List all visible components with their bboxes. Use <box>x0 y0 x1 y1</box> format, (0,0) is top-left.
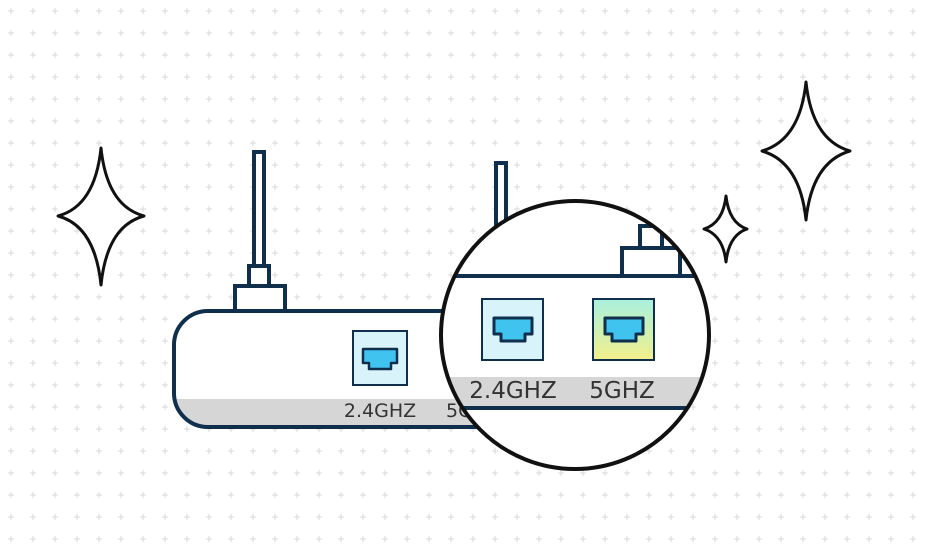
ethernet-port-icon <box>603 316 645 343</box>
magnified-port-label-24ghz: 2.4GHZ <box>469 378 556 404</box>
ethernet-port-icon <box>492 316 534 343</box>
antenna-left <box>233 150 287 313</box>
magnified-port-label-5ghz: 5GHZ <box>589 378 655 404</box>
magnified-port-5ghz <box>592 298 655 361</box>
sparkle-icon <box>56 146 146 287</box>
magnified-port-24ghz <box>481 298 544 361</box>
sparkle-icon <box>702 194 749 264</box>
ethernet-port-icon <box>361 347 399 371</box>
sparkle-icon <box>760 80 852 222</box>
magnifier-ring <box>439 199 711 471</box>
router-port-label-24ghz: 2.4GHZ <box>344 400 416 422</box>
router-port-24ghz <box>352 330 408 386</box>
magnifier-lens-icon: 2.4GHZ 5GHZ <box>439 199 711 471</box>
